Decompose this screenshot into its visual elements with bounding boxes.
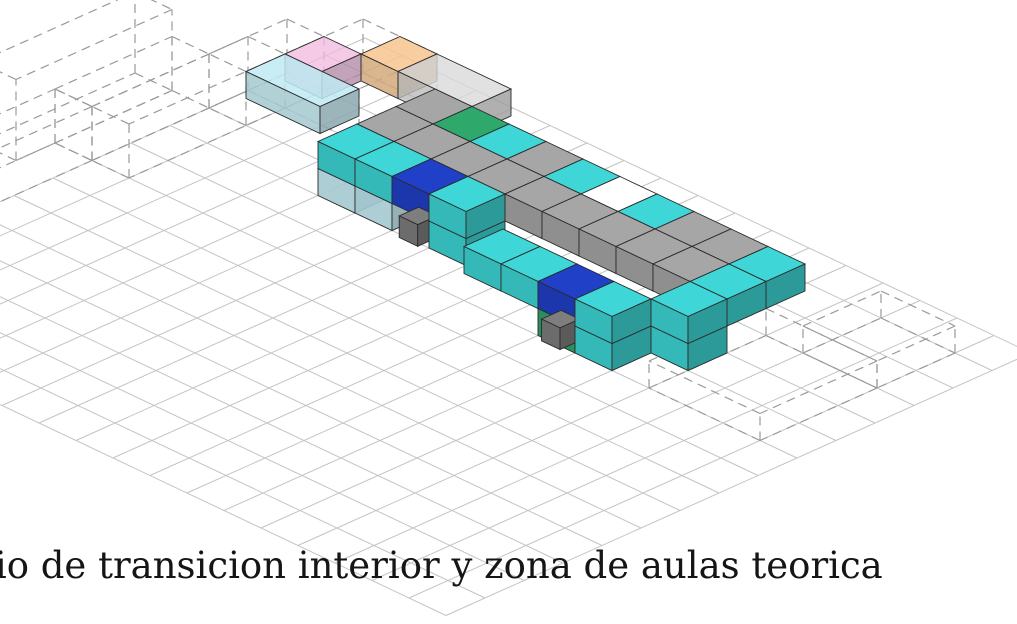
dashed-volume xyxy=(134,72,173,92)
dashed-volume xyxy=(0,152,17,162)
dashed-volume xyxy=(0,71,17,81)
dashed-volume xyxy=(876,325,956,362)
cyan-block xyxy=(573,281,653,345)
cyan-block xyxy=(649,281,729,345)
dashed-volume xyxy=(91,89,249,162)
dashed-volume xyxy=(648,387,761,442)
dashed-volume xyxy=(208,107,247,127)
grid-line xyxy=(91,160,759,476)
dashed-volume xyxy=(0,88,56,115)
light-cyan-block-side xyxy=(319,88,360,135)
dashed-volume xyxy=(247,35,286,55)
dashed-volume xyxy=(759,387,878,442)
dashed-volume xyxy=(91,35,249,108)
grid-line xyxy=(0,368,486,599)
grid-line xyxy=(0,332,525,581)
cyan-block-side xyxy=(465,193,506,240)
grid-line xyxy=(0,296,564,564)
dashed-volume xyxy=(54,88,93,108)
dashed-volume xyxy=(648,360,761,415)
dashed-volume xyxy=(0,142,56,169)
dashed-volume xyxy=(0,159,93,203)
dashed-volume xyxy=(128,53,286,125)
dashed-volume xyxy=(880,317,956,354)
dashed-volume xyxy=(286,18,325,38)
dashed-volume xyxy=(0,0,119,54)
cyan-block-side xyxy=(687,298,728,345)
dashed-volume xyxy=(54,35,173,90)
dashed-volume xyxy=(171,89,210,109)
dashed-volume xyxy=(802,325,878,362)
dashed-volume xyxy=(91,105,130,125)
grid-line xyxy=(297,282,884,546)
cyan-block xyxy=(427,176,507,240)
dashed-volume xyxy=(802,290,882,327)
dashed-volume xyxy=(128,107,286,179)
dashed-volume xyxy=(91,159,130,179)
small-gray-cube xyxy=(540,309,581,351)
grid-line xyxy=(0,260,603,546)
dashed-volume xyxy=(802,352,878,389)
grid-line xyxy=(13,195,681,511)
dashed-volume xyxy=(54,142,93,162)
grid-line xyxy=(0,404,447,616)
dashed-outlines xyxy=(0,0,956,442)
dashed-volume xyxy=(208,53,247,73)
grid-line xyxy=(0,224,642,529)
caption: tio de transicion interior y zona de aul… xyxy=(0,544,883,587)
dashed-volume xyxy=(150,0,173,11)
grid-line xyxy=(371,317,958,581)
dashed-volume xyxy=(759,360,878,415)
dashed-volume xyxy=(171,35,210,55)
dashed-volume xyxy=(880,290,956,327)
dashed-volume xyxy=(0,72,136,135)
grid-line xyxy=(445,358,1017,616)
dashed-volume xyxy=(0,105,93,149)
grid-line xyxy=(52,177,720,494)
dashed-volume xyxy=(15,89,173,162)
dashed-volume xyxy=(15,8,173,81)
light-cyan-block xyxy=(244,53,361,135)
volume-blocks xyxy=(244,36,807,372)
